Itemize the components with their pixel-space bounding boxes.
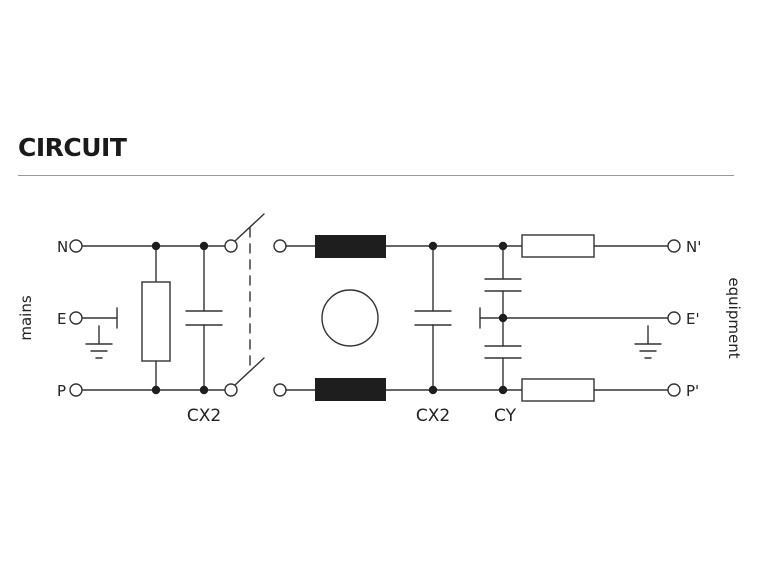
label-mains: mains	[17, 295, 35, 340]
terminal-n-output	[667, 239, 681, 253]
title-divider	[18, 175, 734, 176]
label-n-output: N'	[686, 238, 701, 256]
label-cx2-input: CX2	[187, 406, 221, 426]
terminal-p-input	[69, 383, 83, 397]
label-equipment: equipment	[725, 277, 743, 358]
choke-winding-n	[315, 235, 386, 258]
resistor-p-output	[521, 378, 595, 402]
ground-symbol-output	[634, 325, 662, 359]
terminal-e-input	[69, 311, 83, 325]
terminal-e-output	[667, 311, 681, 325]
capacitor-cx2-input	[185, 245, 223, 391]
choke-core	[321, 289, 379, 347]
label-cy: CY	[494, 406, 517, 426]
label-p-input: P	[57, 382, 66, 400]
resistor-n-output	[521, 234, 595, 258]
bleeder-resistor	[141, 245, 171, 391]
label-e-output: E'	[686, 310, 700, 328]
terminal-p-output	[667, 383, 681, 397]
choke-winding-p	[315, 378, 386, 401]
wire-e-output	[479, 307, 669, 329]
label-cx2-output: CX2	[416, 406, 450, 426]
label-n-input: N	[57, 238, 68, 256]
label-e-input: E	[57, 310, 66, 328]
ground-symbol-input	[85, 325, 113, 359]
page-title: CIRCUIT	[18, 133, 127, 162]
capacitor-cx2-output	[414, 245, 452, 391]
label-p-output: P'	[686, 382, 699, 400]
terminal-n-input	[69, 239, 83, 253]
junction-dots	[151, 241, 508, 395]
wire-e-input	[81, 307, 118, 329]
double-pole-switch	[224, 213, 265, 397]
